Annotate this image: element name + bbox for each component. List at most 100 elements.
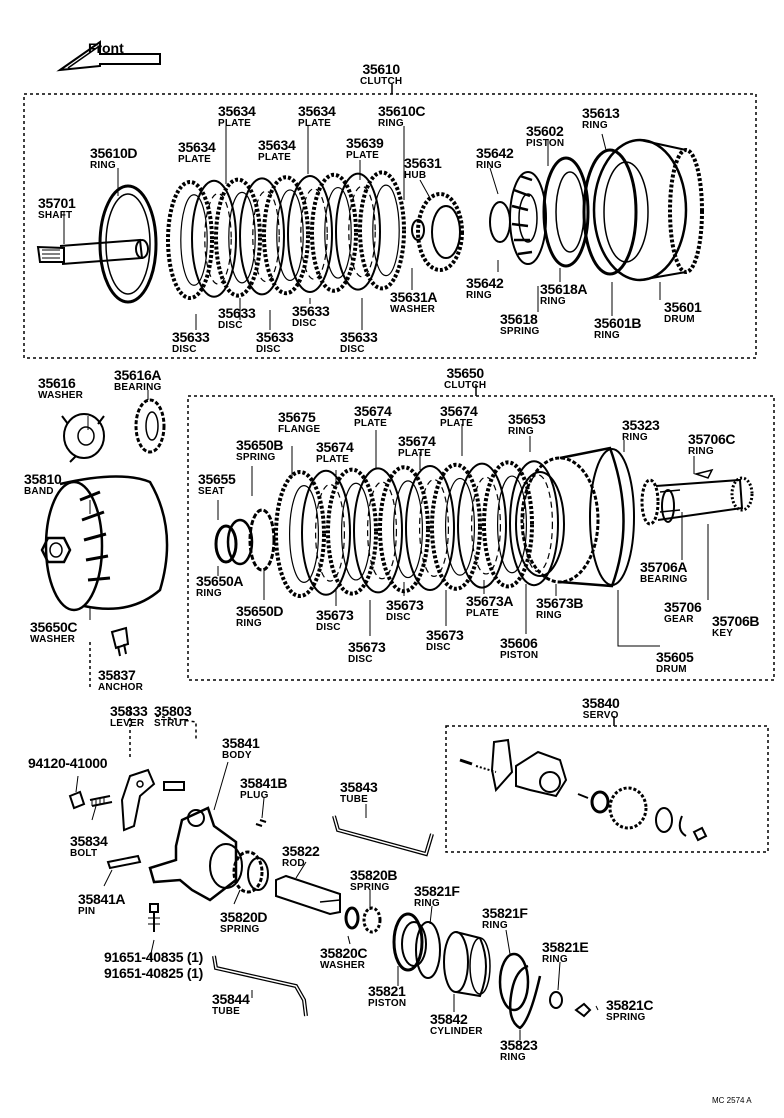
part-label-91651-40835-1: 91651-40835 (1) [104,950,203,964]
part-number: 35650C [30,619,78,635]
pack1-disc-inner-4 [276,189,304,282]
drum-35601 [582,138,704,282]
part-number: 35618 [500,311,538,327]
part-number: 35841B [240,775,288,791]
pack1-disc-inner-0 [180,194,208,286]
spring-35821c [574,1002,592,1018]
part-number: 35613 [582,105,620,121]
part-name: DISC [316,622,341,633]
part-number: 35701 [38,195,76,211]
part-name: RING [508,426,534,437]
part-name: DISC [348,654,373,665]
drum-35605 [515,446,635,588]
pack1-disc-1 [191,179,237,298]
spring-35820d [232,850,269,894]
part-name: DISC [426,642,451,653]
bolt-35834 [68,790,113,810]
part-name: PLATE [354,418,388,429]
pack1-disc-inner-7 [348,185,376,278]
part-name: DISC [386,612,411,623]
part-number: 35606 [500,635,538,651]
part-name: TUBE [340,794,369,805]
seat-35655 [214,518,254,566]
part-name: RING [622,432,648,443]
front-arrow [56,40,161,72]
servo-35840-box [445,725,769,853]
part-number: 35706C [688,431,736,447]
servo-35840 [459,738,708,842]
pack2-disc-0 [274,470,326,598]
part-name: RING [236,618,262,629]
part-name: RING [196,588,222,599]
part-label-91651-40825-1: 91651-40825 (1) [104,966,203,980]
pack2-disc-inner-8 [497,475,528,574]
washer-35820c [344,906,360,930]
part-number: 35633 [340,329,378,345]
ring-35823 [509,964,542,1030]
part-name: RING [414,898,440,909]
part-number: 35673 [348,639,386,655]
part-name: RING [90,160,116,171]
bolts-91651 [148,903,160,932]
part-name: PISTON [368,998,407,1009]
part-name: KEY [712,628,734,639]
pack1-disc-8 [358,170,406,291]
part-name: CYLINDER [430,1026,483,1037]
part-name: PLATE [178,154,212,165]
part-name: DRUM [656,664,687,675]
spring-35650b [248,508,276,572]
part-number: 35610C [378,103,426,119]
part-number: 35823 [500,1037,538,1053]
part-name: BEARING [114,382,162,393]
ring-35821e [549,991,563,1009]
part-name: BOLT [70,848,98,859]
part-number: 35616 [38,375,76,391]
pack2-disc-inner-0 [289,485,320,583]
part-name: SPRING [236,452,276,463]
clutch-pack-1 [166,170,406,300]
part-name: PLATE [398,448,432,459]
part-number: 35843 [340,779,378,795]
pack2-disc-3 [353,467,403,594]
part-number: 35642 [466,275,504,291]
washer-35616 [61,413,105,463]
part-number: 35803 [154,703,192,719]
part-number: 35616A [114,367,162,383]
part-number: 35323 [622,417,660,433]
pack2-disc-9 [509,460,559,587]
part-name: DISC [340,344,365,355]
ring-35610d [98,184,158,304]
part-name: PLATE [258,152,292,163]
piston-35821 [392,912,427,972]
part-number: 35821F [414,883,460,899]
part-name: PISTON [526,138,565,149]
part-number: 35673 [426,627,464,643]
part-number: 35834 [70,833,108,849]
pack1-disc-7 [335,172,381,291]
band-35810 [44,475,169,612]
